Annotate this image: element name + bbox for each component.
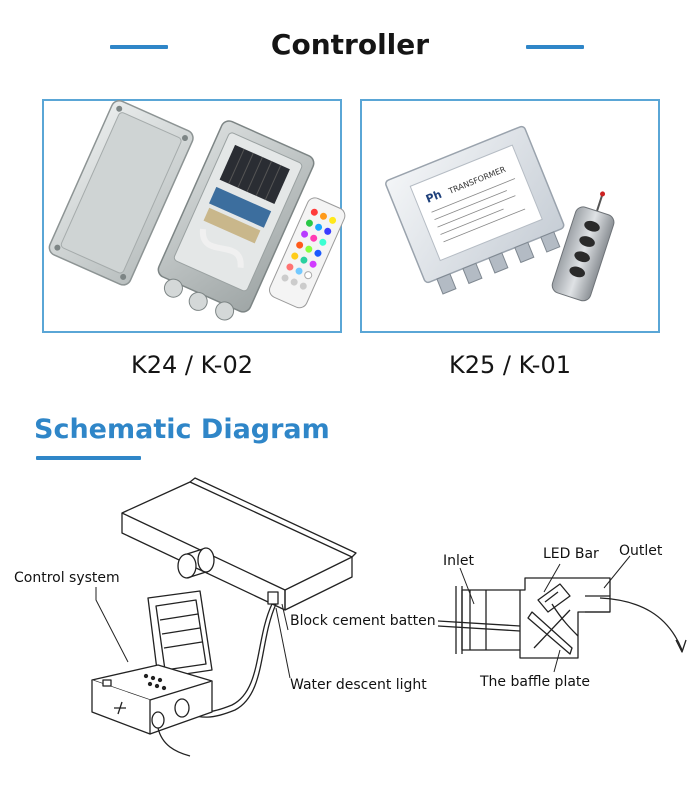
page-title: Controller [270, 28, 430, 61]
product-caption-k25: K25 / K-01 [448, 351, 572, 379]
label-water-descent-light: Water descent light [290, 677, 427, 693]
label-block-cement-batten: Block cement batten [290, 613, 436, 629]
label-control-system: Control system [14, 570, 120, 586]
title-decoration-right [526, 45, 584, 49]
transformer-box-image: Ph TRANSFORMER [385, 125, 615, 302]
label-baffle-plate: The baffle plate [480, 674, 591, 690]
title-decoration-left [110, 45, 168, 49]
label-outlet: Outlet [619, 543, 663, 559]
rgb-remote-icon [269, 197, 346, 309]
transformer-brand: Ph [424, 188, 444, 206]
product-photo-k25: Ph TRANSFORMER [360, 99, 660, 333]
schematic-title: Schematic Diagram [34, 414, 330, 445]
label-led-bar: LED Bar [543, 546, 599, 562]
enclosure-base [157, 120, 315, 321]
product-caption-k24: K24 / K-02 [130, 351, 254, 379]
enclosure-lid [48, 100, 194, 286]
label-inlet: Inlet [443, 553, 474, 569]
transformer-box: Ph TRANSFORMER [385, 125, 565, 295]
schematic-title-underline [36, 456, 141, 460]
controller-box-image [48, 100, 346, 321]
keyfob-remote-icon [551, 191, 615, 302]
product-photo-k24 [42, 99, 346, 333]
